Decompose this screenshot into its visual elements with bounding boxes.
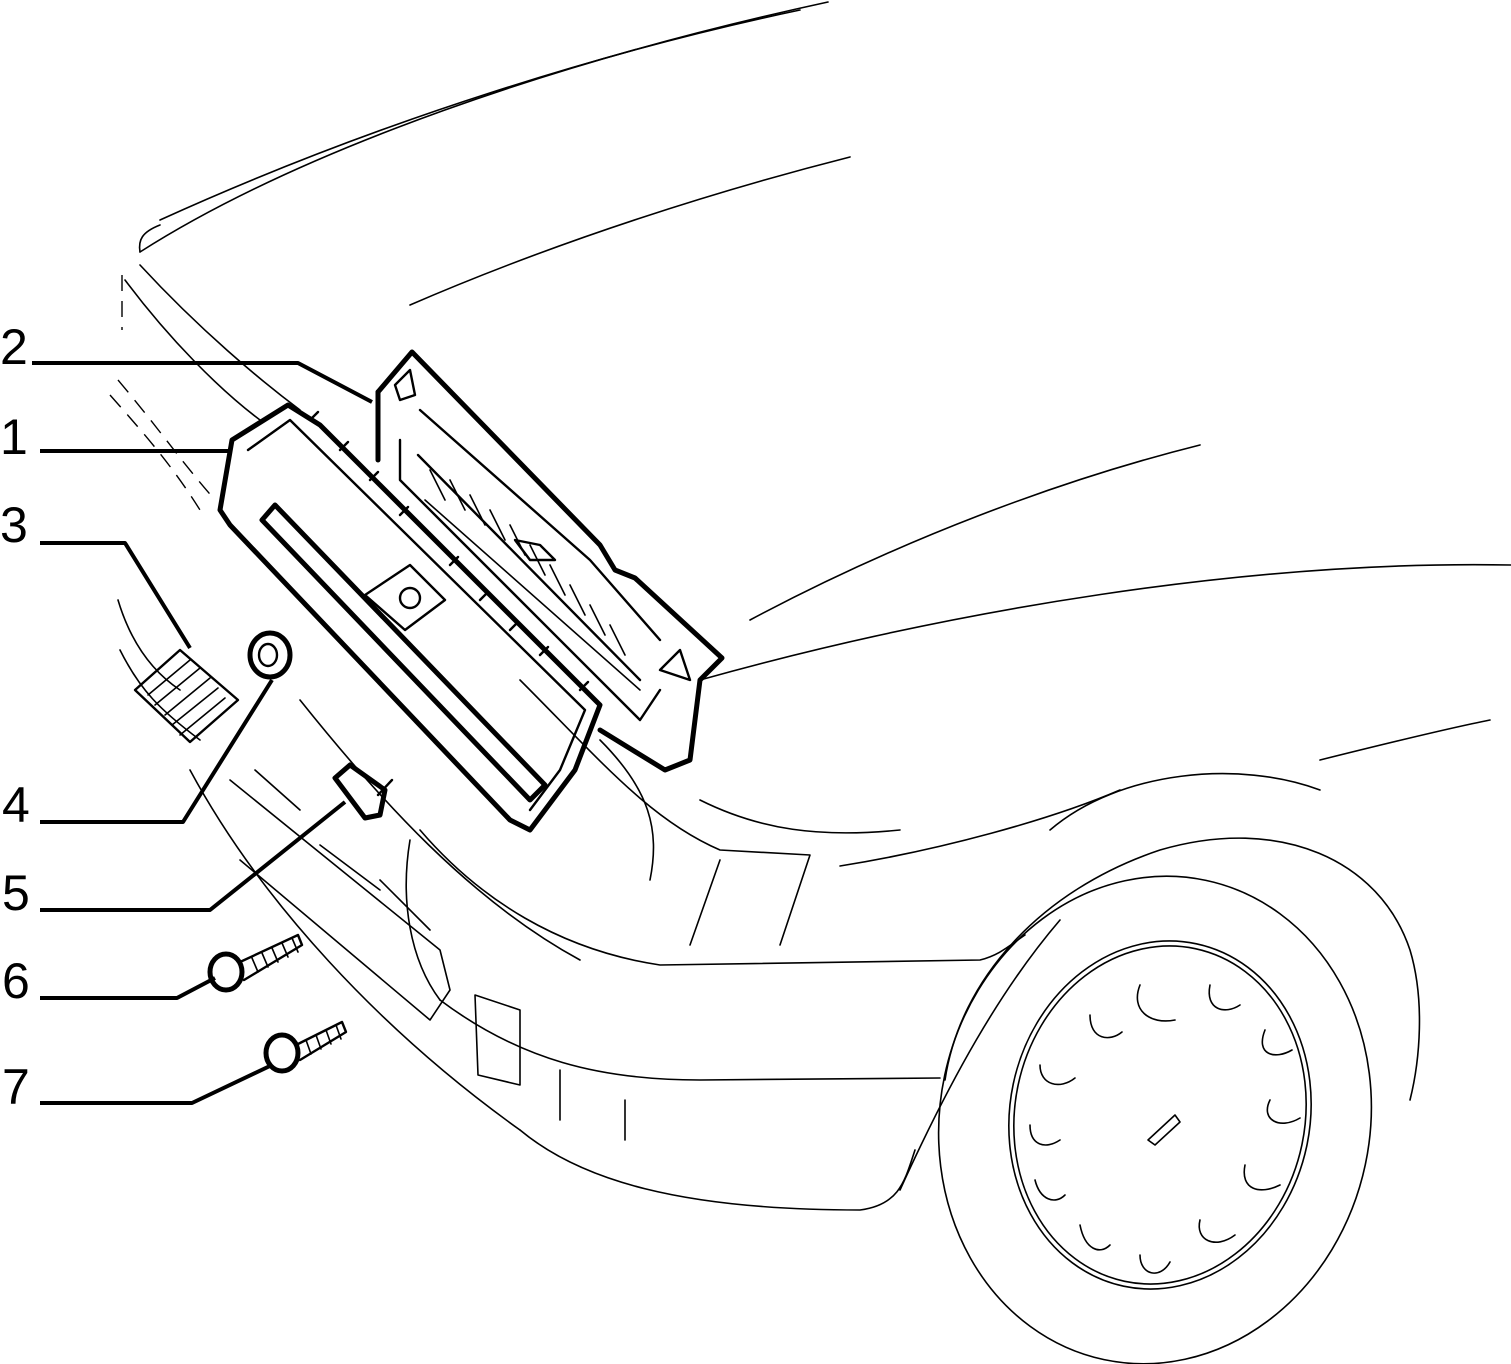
- callout-3: 3: [0, 497, 28, 553]
- part-2-grille-frame: [375, 349, 725, 773]
- leader-5: [40, 800, 347, 912]
- part-1-front-grille: [217, 402, 603, 833]
- leader-3: [40, 541, 192, 650]
- part-5-bracket: [332, 762, 394, 821]
- callout-2: 2: [0, 319, 28, 375]
- front-wheel: [899, 837, 1421, 1364]
- callout-1: 1: [0, 409, 28, 465]
- callout-4: 4: [2, 777, 30, 833]
- part-4-clip-nut: [247, 630, 293, 680]
- part-6-screw: [207, 933, 304, 993]
- front-bumper: [405, 679, 1321, 1211]
- callout-leaders: [32, 361, 373, 1105]
- leader-2: [32, 361, 373, 404]
- body-side-panel: [109, 275, 581, 1131]
- callout-6: 6: [2, 953, 30, 1009]
- leader-4: [40, 678, 274, 824]
- bumper-reflector-strip: [229, 769, 451, 1021]
- part-3-reflector: [133, 648, 240, 744]
- leader-6: [40, 976, 216, 1000]
- leader-7: [40, 1063, 273, 1105]
- callout-5: 5: [2, 865, 30, 921]
- part-7-screw: [263, 1020, 348, 1074]
- callout-7: 7: [2, 1059, 30, 1115]
